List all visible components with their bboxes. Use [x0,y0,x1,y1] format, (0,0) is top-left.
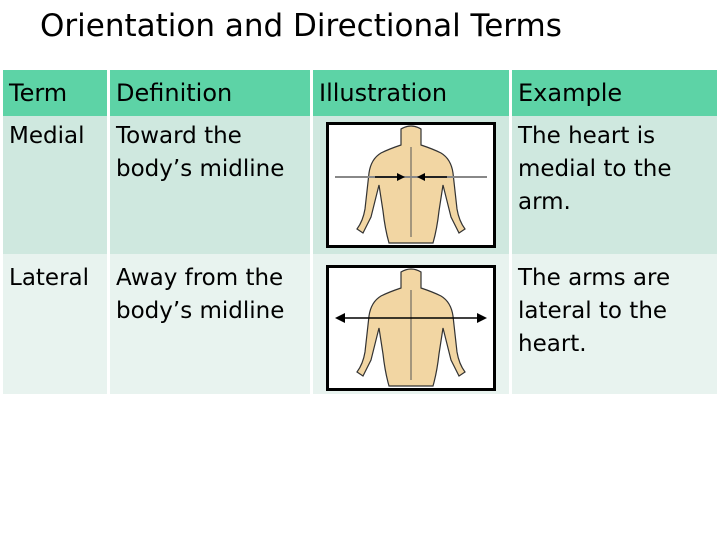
torso-arrows-outward-icon [326,265,496,391]
definition-cell: Away from the body’s midline [110,254,310,394]
table-row: Lateral Away from the body’s midline The [3,254,717,394]
header-definition: Definition [110,70,310,116]
term-cell: Lateral [3,254,107,394]
page-title: Orientation and Directional Terms [40,8,562,44]
torso-arrows-inward-icon [326,122,496,248]
term-cell: Medial [3,116,107,254]
header-illustration: Illustration [313,70,509,116]
illustration-cell [313,116,509,254]
directional-terms-table: Term Definition Illustration Example Med… [0,70,720,394]
header-example: Example [512,70,717,116]
table-header-row: Term Definition Illustration Example [3,70,717,116]
definition-cell: Toward the body’s midline [110,116,310,254]
table-row: Medial Toward the body’s midline [3,116,717,254]
example-cell: The heart is medial to the arm. [512,116,717,254]
example-cell: The arms are lateral to the heart. [512,254,717,394]
header-term: Term [3,70,107,116]
illustration-cell [313,254,509,394]
